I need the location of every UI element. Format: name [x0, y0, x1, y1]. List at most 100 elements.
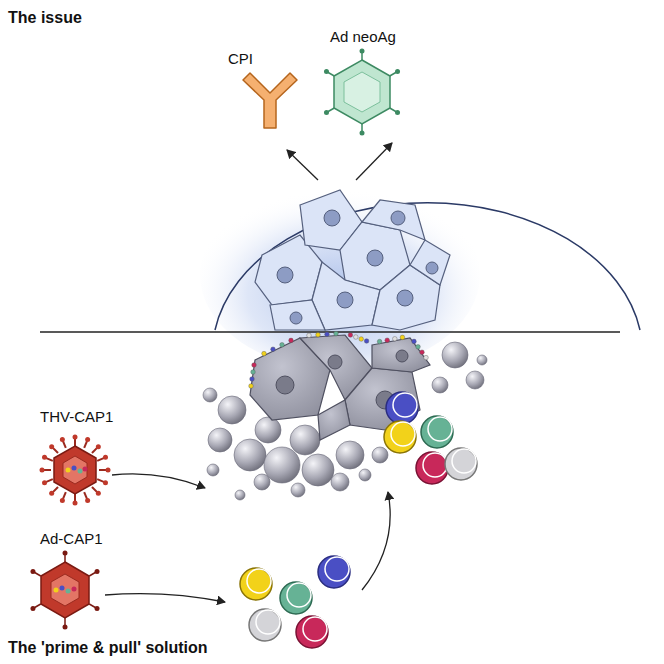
apoptotic-body [432, 377, 448, 393]
antigen-dot [364, 339, 369, 344]
virus-icon [54, 446, 96, 494]
apoptotic-body [207, 464, 219, 476]
arrow [362, 492, 390, 590]
t-cell [280, 582, 312, 614]
virus-icon [103, 480, 108, 485]
t-cell [423, 453, 447, 477]
adenovirus-icon [30, 606, 35, 611]
apoptotic-body [466, 371, 484, 389]
t-cell [303, 617, 327, 641]
arrow [356, 143, 392, 180]
apoptotic-body [291, 483, 305, 497]
cell-nucleus [367, 250, 383, 266]
virus-icon [106, 468, 111, 473]
antigen-dot [271, 347, 276, 352]
adenovirus-icon [395, 69, 400, 74]
antigen-dot [325, 332, 330, 337]
t-cell [445, 448, 477, 480]
virus-icon [40, 435, 111, 506]
virus-icon [66, 468, 71, 473]
section-heading: The 'prime & pull' solution [8, 638, 208, 657]
virus-icon [96, 491, 101, 496]
antigen-dot [316, 333, 321, 338]
tumor-cell [270, 300, 325, 330]
dying-tumor-cell [318, 400, 350, 440]
adenovirus-icon [41, 562, 89, 618]
cell-nucleus [277, 210, 438, 324]
item-label: Ad-CAP1 [40, 530, 103, 548]
apoptotic-body [336, 441, 364, 469]
antigen-dot [393, 337, 398, 342]
adenovirus-icon [66, 589, 71, 594]
adenovirus-icon [63, 625, 68, 630]
adenovirus-icon [51, 574, 79, 606]
virus-icon [63, 456, 87, 484]
virus-icon [73, 435, 78, 440]
adenovirus-icon [334, 60, 390, 124]
antigen-dot [377, 339, 382, 344]
t-cell [452, 449, 476, 473]
apoptotic-body [234, 439, 266, 471]
cell-nucleus [324, 210, 340, 226]
antigen-dot [354, 335, 359, 340]
virus-icon [49, 491, 54, 496]
t-cell [428, 417, 452, 441]
t-cell [296, 616, 328, 648]
item-label: CPI [228, 50, 253, 68]
antigen-dot [249, 384, 254, 389]
tumor-cell [410, 240, 450, 285]
tumor-arc [215, 203, 640, 330]
virus-icon [49, 444, 54, 449]
apoptotic-body [255, 417, 281, 443]
antibody-icon [243, 73, 297, 128]
t-cell [421, 416, 453, 448]
antigen-dot [400, 335, 405, 340]
t-cell [384, 421, 416, 453]
dying-tumor-cell [345, 368, 420, 430]
t-cell [325, 557, 349, 581]
virus-icon [72, 466, 77, 471]
cell-nucleus [337, 292, 353, 308]
antigen-dot [385, 338, 390, 343]
dying-tumor-cell [372, 338, 430, 372]
antibody-icon [243, 73, 297, 128]
virus-icon [42, 480, 47, 485]
adenovirus-icon [72, 587, 77, 592]
apoptotic-body [477, 355, 487, 365]
adenovirus-icon [395, 110, 400, 115]
virus-icon [60, 437, 65, 442]
adenovirus-icon [60, 586, 65, 591]
t-cell [256, 610, 280, 634]
apoptotic-body [264, 447, 300, 483]
adenovirus-icon [344, 72, 380, 112]
adenovirus-icon [360, 49, 365, 54]
item-label: Ad neoAg [330, 28, 396, 46]
apoptotic-body [208, 428, 232, 452]
t-cell [416, 452, 448, 484]
apoptotic-body [331, 473, 349, 491]
apoptotic-body [254, 474, 270, 490]
virus-icon [40, 468, 45, 473]
virus-icon [83, 467, 88, 472]
t-cell [391, 422, 415, 446]
cell-nucleus [276, 376, 294, 394]
virus-icon [85, 498, 90, 503]
cell-nucleus [426, 262, 438, 274]
adenovirus-icon [54, 588, 59, 593]
t-cell [240, 556, 350, 648]
t-cell [386, 392, 418, 424]
antigen-dot [280, 343, 285, 348]
divider-line [40, 331, 620, 333]
virus-icon [60, 498, 65, 503]
apoptotic-body [290, 425, 320, 455]
antigen-dot [348, 333, 353, 338]
t-cell [287, 583, 311, 607]
arrow [105, 143, 392, 602]
virus-icon [103, 455, 108, 460]
virus-icon [42, 455, 47, 460]
apoptotic-body [203, 388, 217, 402]
section-heading: The issue [8, 8, 82, 27]
tumor-cell [312, 262, 380, 330]
adenovirus-icon [63, 551, 68, 556]
